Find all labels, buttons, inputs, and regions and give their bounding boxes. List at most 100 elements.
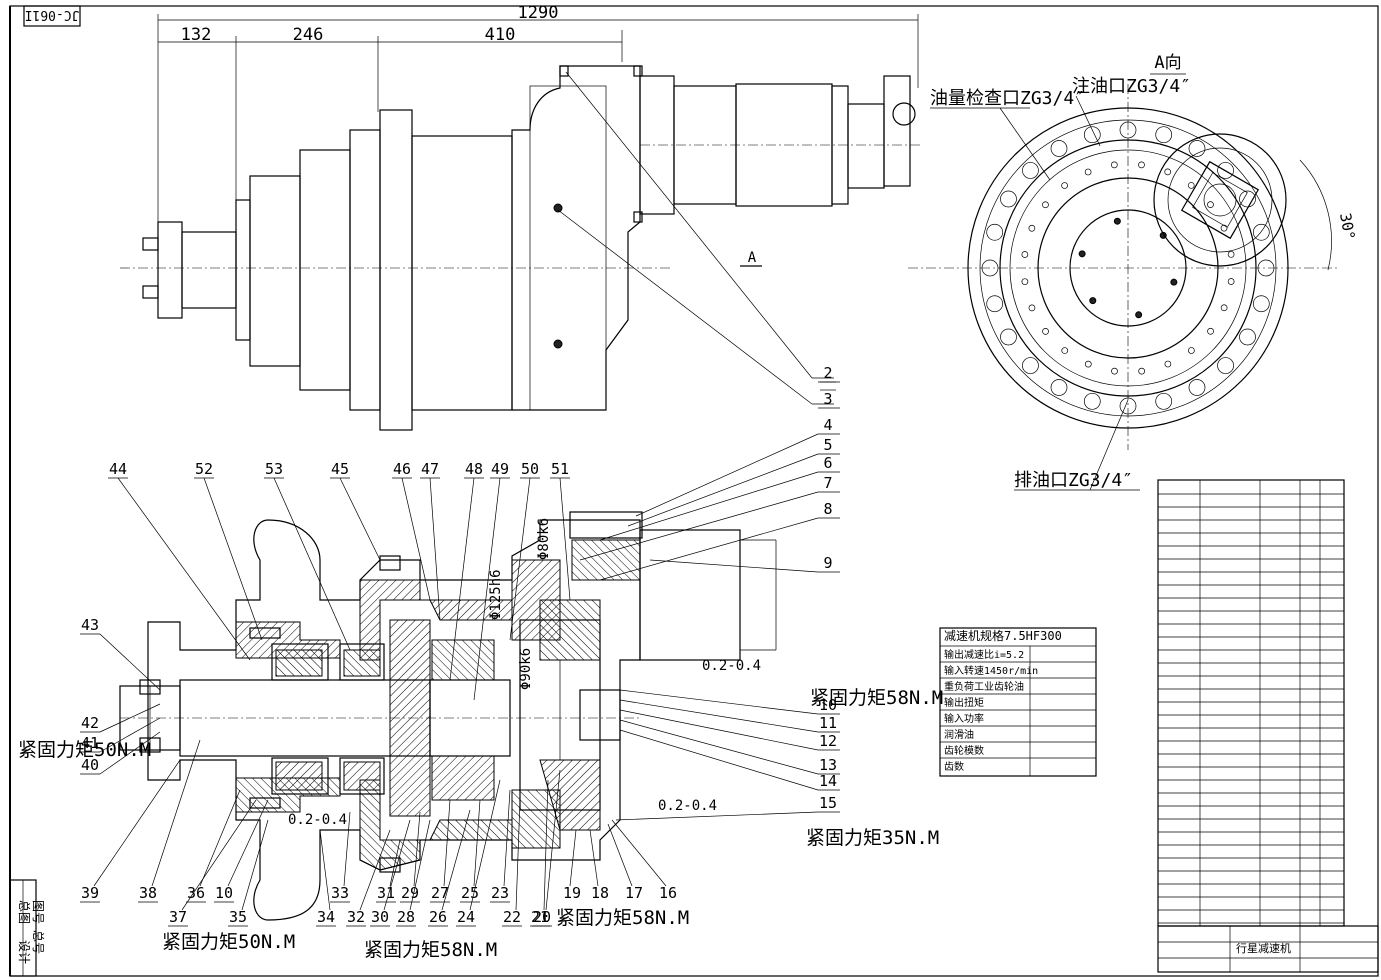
torque-note-4: 紧固力矩58N.M bbox=[556, 907, 689, 929]
part-number-2: 2 bbox=[823, 364, 832, 382]
part-number-40: 40 bbox=[81, 756, 99, 774]
part-number-9: 9 bbox=[823, 554, 832, 572]
part-number-21: 21 bbox=[531, 908, 549, 926]
bolt-hole bbox=[1217, 162, 1234, 179]
side-labels: 图号 总号 总图 设计 bbox=[9, 879, 45, 977]
inner-bolt-hole bbox=[1084, 360, 1092, 368]
spec-row: 重负荷工业齿轮油 bbox=[944, 680, 1024, 693]
torque-note-2: 紧固力矩50N.M bbox=[18, 739, 151, 761]
part-number-45: 45 bbox=[331, 460, 349, 478]
inner-bolt-hole bbox=[1207, 201, 1214, 208]
part-number-10: 10 bbox=[819, 696, 837, 714]
inner-bolt-hole bbox=[1042, 328, 1049, 335]
part-number-3: 3 bbox=[823, 390, 832, 408]
bolt-hole bbox=[1239, 190, 1256, 208]
part-number-39: 39 bbox=[81, 884, 99, 902]
section-view: Φ125h6 Φ80k6 Φ90k6 0.2-0.4 0.2-0.4 0.2-0… bbox=[18, 364, 943, 961]
inner-bolt-hole bbox=[1164, 168, 1172, 176]
part-number-5: 5 bbox=[823, 436, 832, 454]
inner-bolt-hole bbox=[1227, 278, 1235, 285]
inner-bolt-hole bbox=[1220, 304, 1228, 312]
part-number-11: 11 bbox=[819, 714, 837, 732]
part-number-46: 46 bbox=[393, 460, 411, 478]
part-number-24: 24 bbox=[457, 908, 475, 926]
part-number-23: 23 bbox=[491, 884, 509, 902]
part-number-48: 48 bbox=[465, 460, 483, 478]
side-label-3: 设计 bbox=[17, 940, 31, 964]
part-number-7: 7 bbox=[823, 474, 832, 492]
part-number-47: 47 bbox=[421, 460, 439, 478]
title-name: 行星减速机 bbox=[1236, 941, 1291, 955]
a-view-title: A向 bbox=[1154, 53, 1181, 73]
fit-125h6: Φ125h6 bbox=[488, 569, 504, 620]
spec-row: 润滑油 bbox=[944, 728, 974, 741]
side-label-1: 总号 bbox=[31, 930, 45, 954]
part-number-33: 33 bbox=[331, 884, 349, 902]
part-number-25: 25 bbox=[461, 884, 479, 902]
part-number-13: 13 bbox=[819, 756, 837, 774]
torque-note-1: 紧固力矩58N.M bbox=[810, 687, 943, 709]
part-number-32: 32 bbox=[347, 908, 365, 926]
drawing-border bbox=[9, 5, 1379, 977]
part-number-31: 31 bbox=[377, 884, 395, 902]
part-number-38: 38 bbox=[139, 884, 157, 902]
part-number-50: 50 bbox=[521, 460, 539, 478]
spec-row: 输出减速比i=5.2 bbox=[944, 648, 1024, 661]
bolt-hole bbox=[1000, 190, 1017, 208]
inner-bolt-hole bbox=[1220, 224, 1228, 232]
clearance-2: 0.2-0.4 bbox=[658, 798, 717, 814]
bolt-circle bbox=[981, 121, 1275, 415]
bolt-hole bbox=[1252, 223, 1270, 241]
part-number-42: 42 bbox=[81, 714, 99, 732]
bolt-hole bbox=[1022, 357, 1039, 374]
side-label-2: 总图 bbox=[17, 900, 31, 924]
part-number-10: 10 bbox=[215, 884, 233, 902]
center-hole bbox=[1113, 217, 1121, 225]
inner-bolt-hole bbox=[1021, 251, 1029, 258]
bolt-hole bbox=[1000, 328, 1017, 346]
bolt-hole bbox=[1119, 121, 1137, 139]
bolt-hole bbox=[986, 295, 1004, 313]
part-number-22: 22 bbox=[503, 908, 521, 926]
dim-410: 410 bbox=[485, 25, 516, 45]
inner-bolt-hole bbox=[1042, 201, 1049, 209]
part-number-6: 6 bbox=[823, 454, 832, 472]
inner-bolt-hole bbox=[1138, 367, 1146, 375]
part-number-4: 4 bbox=[823, 416, 832, 434]
bolt-hole bbox=[1083, 126, 1101, 144]
parts-list: 行星减速机 bbox=[1157, 479, 1379, 973]
spec-table: 减速机规格7.5HF300 输出减速比i=5.2输入转速1450r/min重负荷… bbox=[939, 627, 1097, 777]
inner-bolt-hole bbox=[1084, 168, 1092, 176]
fit-80k6: Φ80k6 bbox=[536, 518, 552, 560]
dim-overall: 1290 bbox=[518, 3, 559, 23]
clearance-1: 0.2-0.4 bbox=[702, 658, 761, 674]
spec-row: 齿轮模数 bbox=[944, 744, 984, 757]
bolt-hole bbox=[1217, 357, 1234, 374]
bolt-hole bbox=[981, 259, 999, 277]
part-number-19: 19 bbox=[563, 884, 581, 902]
part-number-30: 30 bbox=[371, 908, 389, 926]
torque-note-6: 紧固力矩58N.M bbox=[364, 939, 497, 961]
center-hole bbox=[1078, 250, 1086, 258]
bolt-hole bbox=[1155, 392, 1173, 410]
part-number-37: 37 bbox=[169, 908, 187, 926]
center-hole bbox=[1089, 297, 1097, 305]
bolt-hole bbox=[1022, 162, 1039, 179]
part-number-8: 8 bbox=[823, 500, 832, 518]
part-number-18: 18 bbox=[591, 884, 609, 902]
center-hole bbox=[1135, 311, 1143, 319]
fit-90k6: Φ90k6 bbox=[518, 648, 534, 690]
dim-246: 246 bbox=[293, 25, 324, 45]
oil-fill-label: 注油口ZG3/4″ bbox=[1072, 76, 1191, 97]
angle-30: 30° bbox=[1336, 212, 1358, 242]
bolt-hole bbox=[1155, 126, 1173, 144]
inner-bolt-hole bbox=[1061, 182, 1068, 189]
part-number-20: 20 bbox=[533, 908, 551, 926]
part-number-27: 27 bbox=[431, 884, 449, 902]
oil-drain-label: 排油口ZG3/4″ bbox=[1014, 470, 1133, 491]
part-number-28: 28 bbox=[397, 908, 415, 926]
part-number-15: 15 bbox=[819, 794, 837, 812]
inner-bolt-hole bbox=[1110, 161, 1118, 169]
